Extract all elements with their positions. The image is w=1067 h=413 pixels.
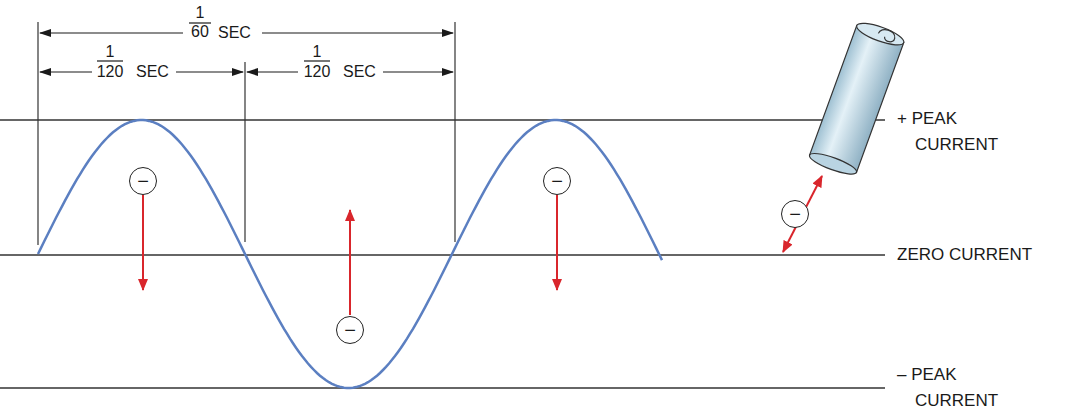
fraction-denominator: 120 [304, 64, 331, 80]
time-unit: SEC [218, 25, 251, 41]
fraction-numerator: 1 [196, 5, 205, 21]
electron-circle: − [129, 167, 157, 195]
electron-sign: − [344, 320, 356, 340]
electron-circle: − [336, 316, 364, 344]
fraction-denominator: 60 [191, 24, 209, 40]
electrode-cylinder [808, 19, 907, 178]
electron-circle: − [543, 167, 571, 195]
extension-lines [38, 22, 455, 245]
electron-sign: − [137, 171, 149, 191]
electron-circle: − [781, 200, 809, 228]
electron-sign: − [789, 204, 801, 224]
fraction-denominator: 120 [97, 64, 124, 80]
time-unit: SEC [136, 64, 169, 80]
time-unit: SEC [343, 64, 376, 80]
level-label: ZERO CURRENT [897, 242, 1032, 268]
level-label: + PEAK CURRENT [897, 106, 1003, 157]
electron-sign: − [551, 171, 563, 191]
reference-lines [0, 120, 885, 388]
fraction-numerator: 1 [106, 44, 115, 60]
sine-wave [38, 120, 662, 388]
electron-flow-arrows [143, 176, 822, 315]
fraction-bars [97, 23, 330, 61]
fraction-numerator: 1 [313, 44, 322, 60]
level-label: – PEAK CURRENT [897, 362, 1003, 413]
